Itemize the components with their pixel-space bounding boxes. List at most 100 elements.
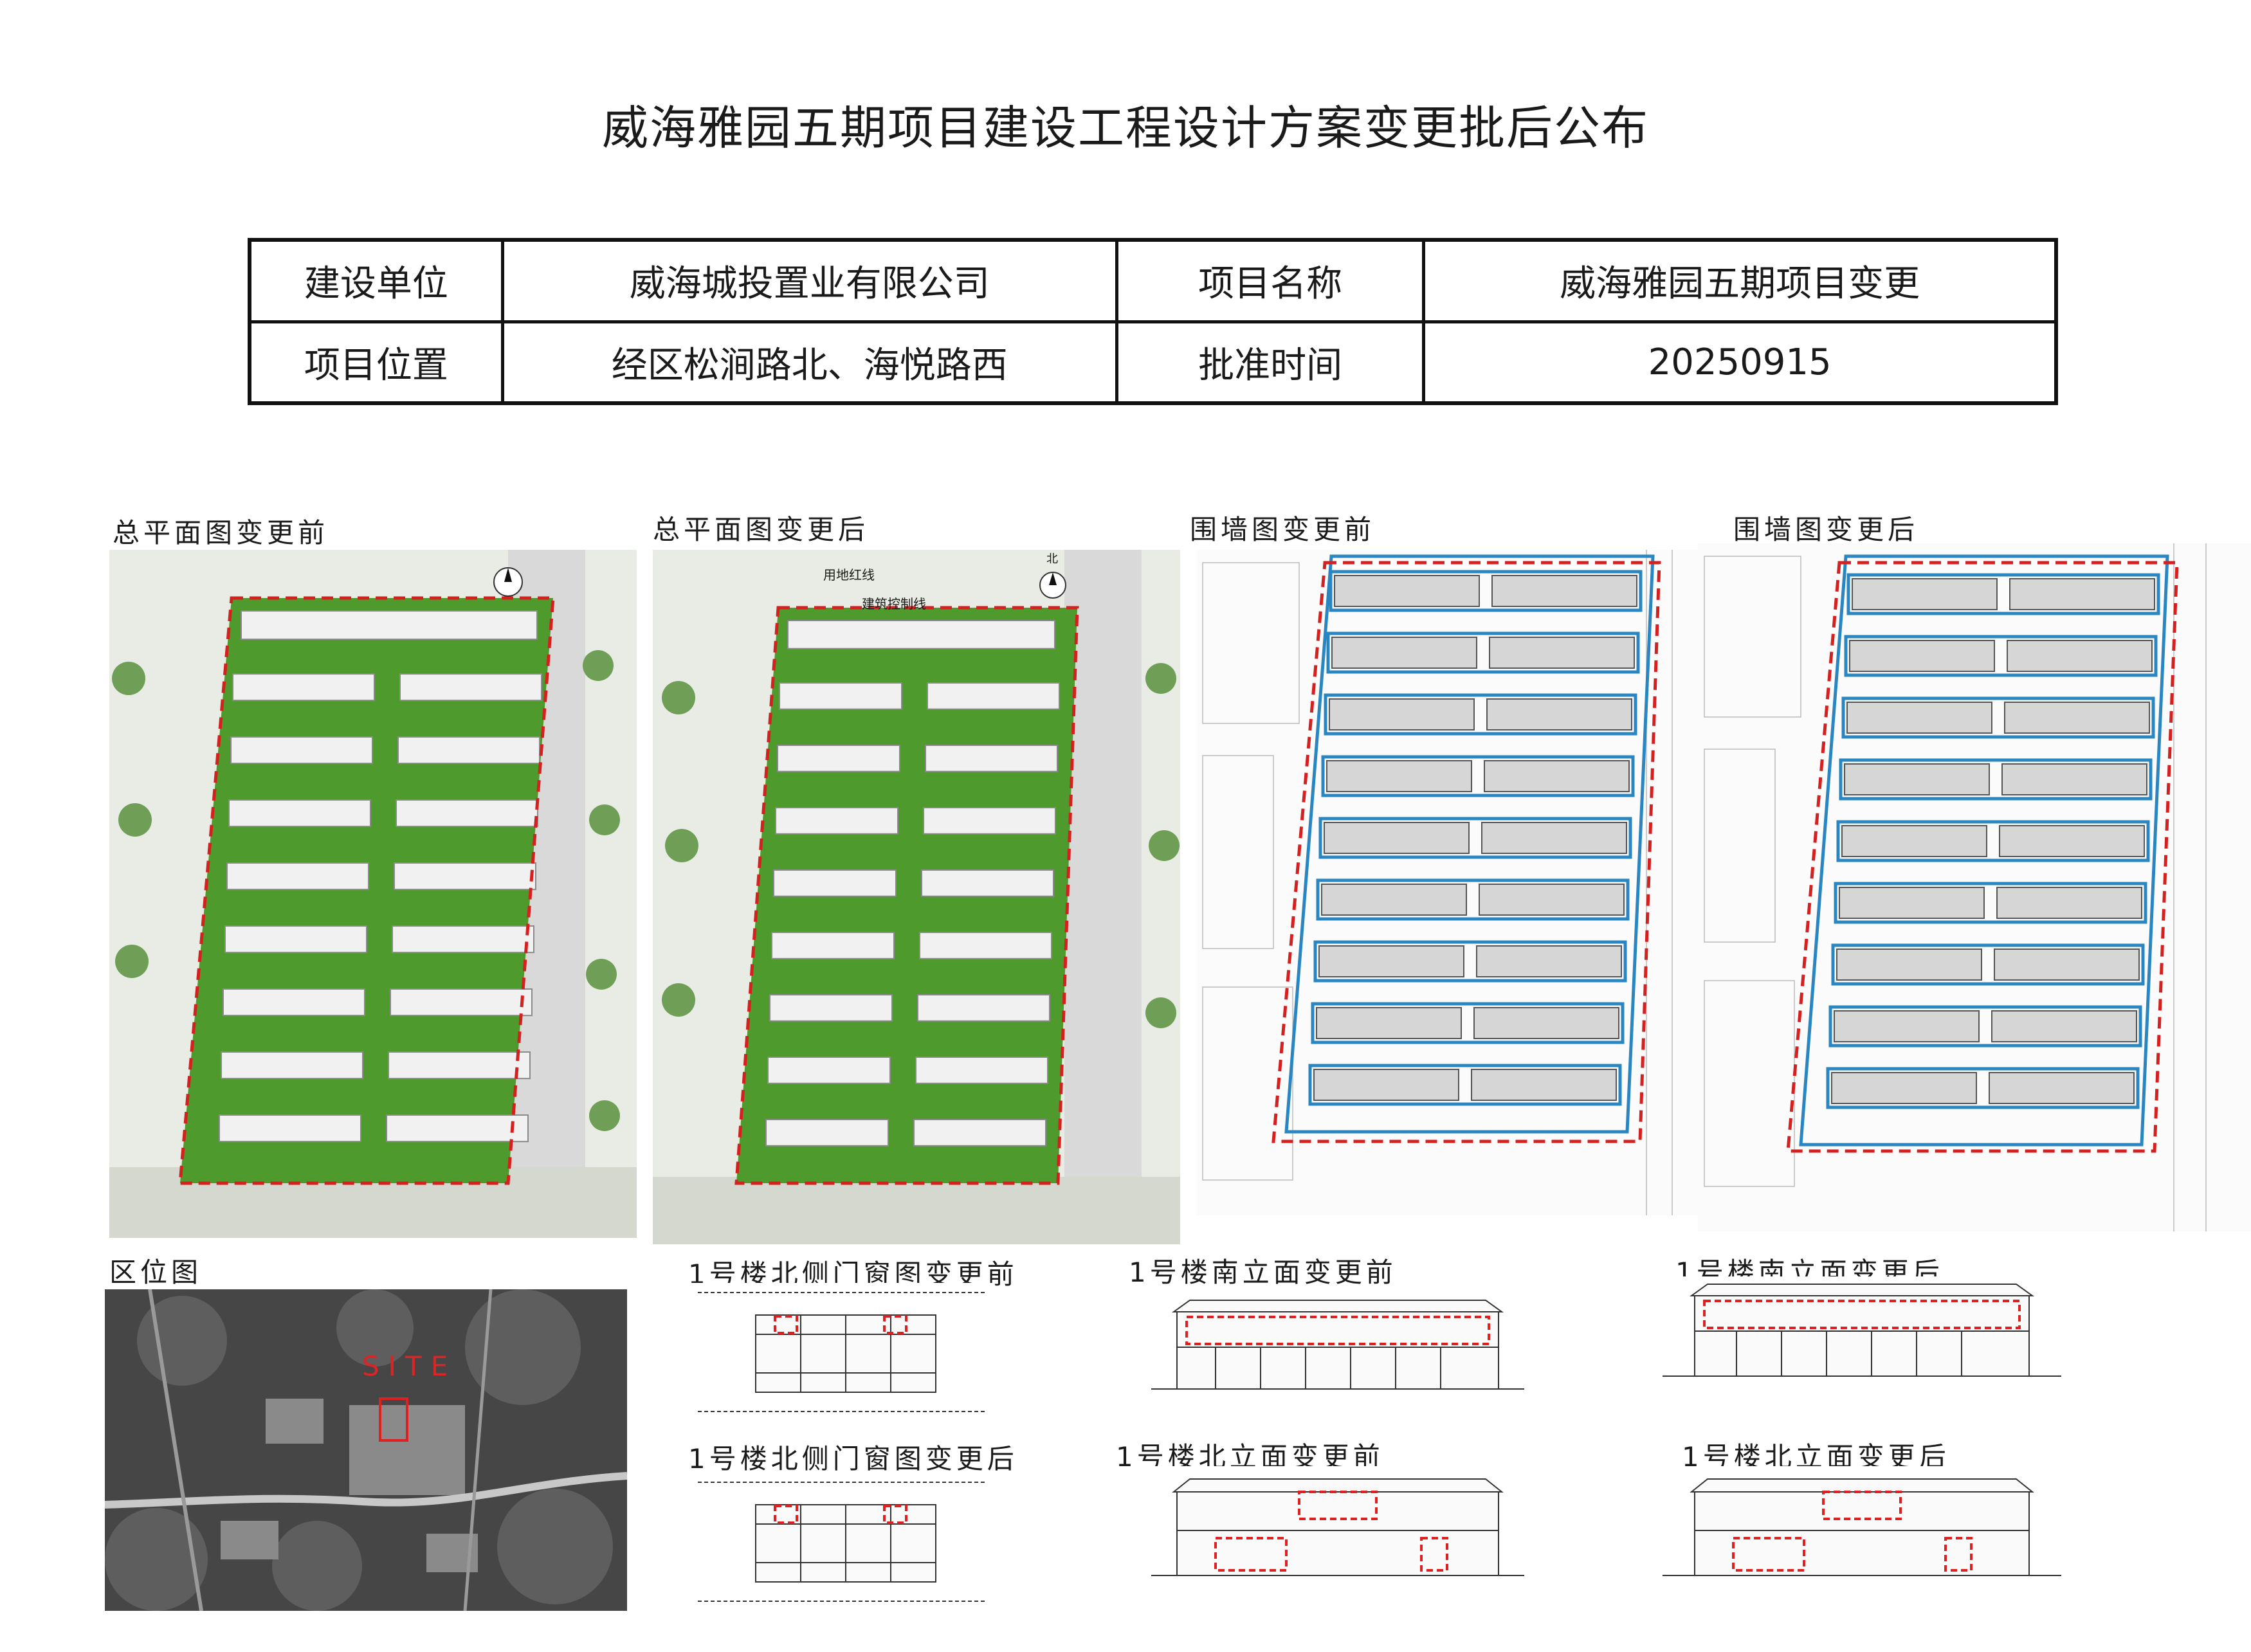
- value-developer: 威海城投置业有限公司: [500, 238, 1118, 323]
- building-block: [1999, 825, 2145, 857]
- value-approval-date: 20250915: [1422, 320, 2058, 405]
- wall-outline: [1313, 940, 1627, 983]
- value-location: 经区松涧路北、海悦路西: [500, 320, 1118, 405]
- wall-outline: [1318, 817, 1632, 859]
- building-block: [230, 736, 373, 765]
- south-elevation-before: [1113, 1286, 1556, 1415]
- building-block: [775, 807, 898, 835]
- building-block: [1996, 887, 2142, 919]
- building-block: [1316, 1007, 1462, 1039]
- wall-outline: [1308, 1064, 1622, 1106]
- building-block: [1318, 945, 1464, 977]
- caption-wall-after: 围墙图变更后: [1733, 514, 1919, 545]
- project-info-table: 建设单位 威海城投置业有限公司 项目名称 威海雅园五期项目变更 项目位置 经区松…: [248, 238, 2058, 405]
- building-block: [1831, 1072, 1977, 1104]
- building-block: [397, 736, 540, 765]
- building-block: [1476, 945, 1622, 977]
- wall-plan-after: [1698, 543, 2251, 1231]
- south-elevation-after: [1618, 1276, 2106, 1408]
- building-block: [1994, 949, 2140, 981]
- wall-outline: [1329, 570, 1643, 612]
- building-block: [388, 1051, 531, 1080]
- building-block: [392, 925, 534, 954]
- building-block: [787, 620, 1055, 649]
- building-block: [1846, 702, 1992, 734]
- building-block: [2004, 702, 2150, 734]
- building-block: [773, 869, 897, 897]
- label-location: 项目位置: [248, 320, 504, 405]
- caption-site-plan-before: 总平面图变更前: [113, 517, 329, 549]
- building-block: [1471, 1069, 1617, 1101]
- wall-outline: [1326, 631, 1640, 674]
- building-block: [769, 994, 893, 1022]
- wall-outline: [1311, 1002, 1625, 1044]
- building-block: [1841, 825, 1987, 857]
- caption-north-side-after: 1号楼北侧门窗图变更后: [688, 1443, 1018, 1475]
- building-block: [919, 932, 1052, 959]
- building-block: [223, 988, 365, 1017]
- building-block: [771, 932, 895, 959]
- wall-outline: [1831, 943, 2145, 986]
- building-block: [1479, 884, 1625, 916]
- building-block: [1473, 1007, 1619, 1039]
- wall-outline: [1828, 1005, 2142, 1048]
- building-block: [2009, 578, 2155, 610]
- building-block: [1324, 822, 1470, 854]
- caption-wall-before: 围墙图变更前: [1190, 514, 1376, 545]
- north-label: 北: [1046, 552, 1058, 566]
- building-block: [1844, 763, 1990, 795]
- location-map: SITE: [105, 1289, 627, 1611]
- wall-outline: [1316, 878, 1630, 921]
- site-label: SITE: [362, 1350, 457, 1382]
- wall-outline: [1839, 758, 2153, 801]
- label-build-line: 建筑控制线: [862, 596, 926, 612]
- building-block: [399, 673, 542, 702]
- building-block: [765, 1119, 889, 1147]
- north-elevation-before: [1113, 1466, 1556, 1608]
- building-block: [923, 807, 1056, 835]
- label-approval-date: 批准时间: [1115, 320, 1426, 405]
- building-block: [767, 1057, 891, 1084]
- label-red-line: 用地红线: [823, 567, 875, 583]
- wall-outline: [1826, 1067, 2140, 1109]
- caption-location-map: 区位图: [109, 1257, 203, 1288]
- building-block: [1329, 698, 1475, 731]
- building-block: [2007, 640, 2153, 672]
- building-block: [1834, 1010, 1980, 1042]
- building-block: [396, 799, 538, 828]
- north-elevation-after: [1618, 1466, 2106, 1608]
- building-block: [927, 682, 1060, 710]
- building-block: [1484, 760, 1630, 792]
- value-project-name: 威海雅园五期项目变更: [1422, 238, 2058, 323]
- building-block: [232, 673, 375, 702]
- building-block: [915, 1057, 1048, 1084]
- building-block: [1839, 887, 1985, 919]
- page-title: 威海雅园五期项目建设工程设计方案变更批后公布: [601, 101, 1649, 155]
- building-block: [2001, 763, 2147, 795]
- label-project-name: 项目名称: [1115, 238, 1426, 323]
- wall-outline: [1846, 573, 2160, 615]
- building-block: [777, 745, 900, 772]
- building-block: [386, 1114, 529, 1143]
- building-block: [1989, 1072, 2135, 1104]
- wall-outline: [1841, 696, 2155, 739]
- caption-site-plan-after: 总平面图变更后: [653, 514, 870, 545]
- building-block: [779, 682, 902, 710]
- building-block: [1849, 640, 1995, 672]
- building-block: [241, 610, 538, 640]
- building-block: [925, 745, 1058, 772]
- building-block: [1321, 884, 1467, 916]
- building-block: [221, 1051, 363, 1080]
- wall-outline: [1321, 755, 1635, 797]
- caption-south-elev-before: 1号楼南立面变更前: [1129, 1257, 1397, 1288]
- label-developer: 建设单位: [248, 238, 504, 323]
- wall-outline: [1844, 635, 2158, 677]
- north-side-drawing-before: [691, 1283, 994, 1421]
- building-block: [226, 862, 369, 891]
- building-block: [917, 994, 1050, 1022]
- wall-outline: [1324, 693, 1637, 736]
- building-block: [224, 925, 367, 954]
- wall-outline: [1834, 882, 2147, 924]
- building-block: [394, 862, 536, 891]
- building-block: [1331, 637, 1477, 669]
